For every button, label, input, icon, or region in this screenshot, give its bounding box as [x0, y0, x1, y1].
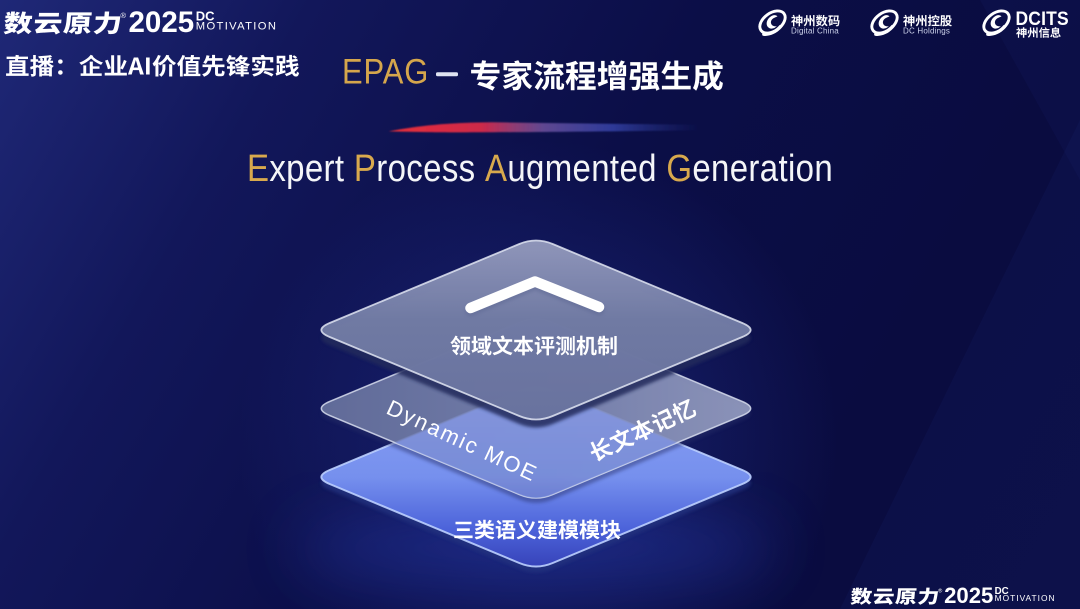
svg-text:Expert Process Augmented Gener: Expert Process Augmented Generation — [247, 147, 833, 190]
svg-text:EPAG: EPAG — [342, 53, 429, 92]
svg-text:DC Holdings: DC Holdings — [903, 27, 950, 36]
svg-text:DCITS: DCITS — [1016, 7, 1069, 29]
svg-text:Digital China: Digital China — [791, 27, 839, 36]
